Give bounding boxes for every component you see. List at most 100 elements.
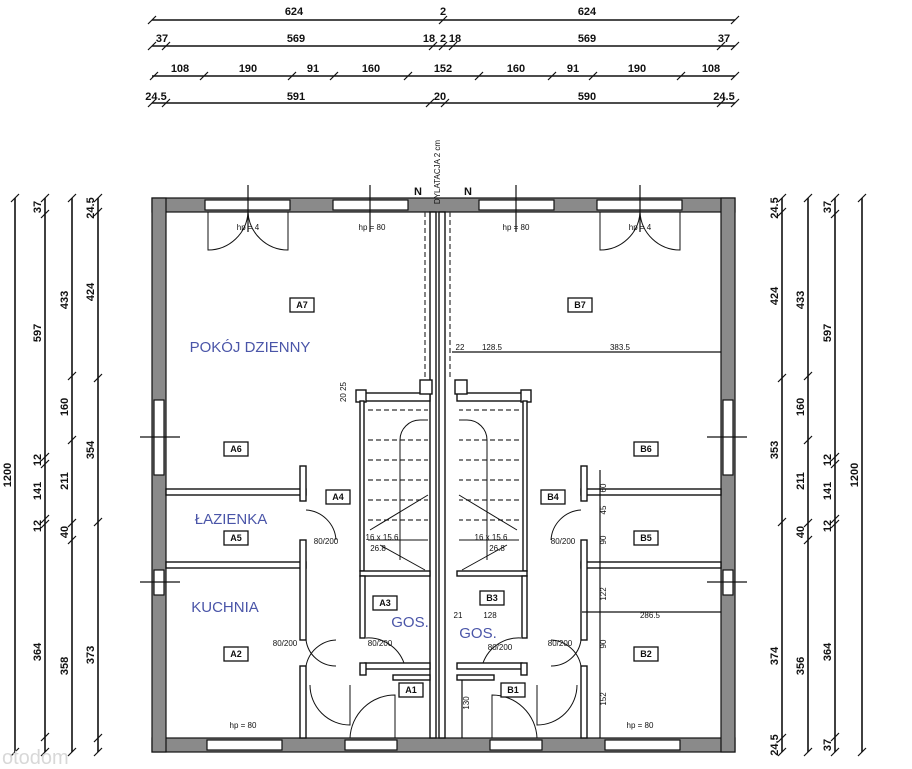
dim-tick	[803, 747, 813, 757]
dim-label: 12	[32, 454, 44, 466]
dim-tick	[67, 371, 77, 381]
dim-label: 364	[822, 642, 834, 661]
dim-label: 160	[507, 63, 525, 75]
dim-label: 37	[156, 33, 168, 45]
expansion-joint-label: DYLATACJA 2 cm	[433, 140, 442, 205]
window-label: hp = 4	[237, 223, 260, 232]
door-label: 80/200	[368, 639, 393, 648]
dim-tick	[67, 435, 77, 445]
room-tag-b2: B2	[633, 646, 659, 662]
room-name-bathroom: ŁAZIENKA	[195, 511, 268, 528]
room-tag-a5: A5	[223, 530, 249, 546]
dim-label: 24.5	[769, 734, 781, 755]
dim-tick	[777, 517, 787, 527]
room-tag-label: B1	[507, 685, 519, 695]
room-tag-a6: A6	[223, 441, 249, 457]
dim-tick	[547, 71, 557, 81]
room-tag-b5: B5	[633, 530, 659, 546]
dim-tick	[40, 452, 50, 462]
dim-tick	[40, 193, 50, 203]
dim-tick	[830, 519, 840, 529]
dim-tick	[440, 98, 450, 108]
dim-label: 433	[59, 291, 71, 309]
room-tag-label: A5	[230, 533, 242, 543]
dim-label: 1200	[2, 463, 14, 487]
dim-label: 122	[599, 587, 608, 601]
dim-label: 40	[795, 526, 807, 538]
dim-label: 22	[456, 343, 465, 352]
dim-tick	[777, 207, 787, 217]
dim-label: 624	[578, 6, 597, 18]
dim-tick	[40, 209, 50, 219]
room-tag-label: A2	[230, 649, 242, 659]
stair-tread-label: 26.8	[489, 544, 505, 553]
dim-tick	[830, 732, 840, 742]
door-label: 80/200	[548, 639, 573, 648]
room-tag-label: A1	[405, 685, 417, 695]
dim-label: 24.5	[145, 91, 166, 103]
dim-label: 424	[85, 282, 97, 301]
dim-label: 211	[795, 472, 807, 490]
dim-tick	[830, 209, 840, 219]
dim-label: 108	[171, 63, 189, 75]
dim-tick	[803, 435, 813, 445]
dim-label: 24.5	[713, 91, 734, 103]
door-label: 80/200	[551, 537, 576, 546]
dim-label: 373	[85, 646, 97, 664]
joint-marker: N	[414, 186, 422, 198]
stair-tread-label: 26.8	[370, 544, 386, 553]
dim-tick	[40, 514, 50, 524]
room-tag-label: A7	[296, 300, 308, 310]
window-bottom	[604, 739, 681, 751]
room-name-kitchen: KUCHNIA	[191, 599, 259, 616]
room-name-living: POKÓJ DZIENNY	[190, 339, 311, 356]
room-tag-a3: A3	[372, 595, 398, 611]
dim-label: 18	[449, 33, 461, 45]
dim-label: 152	[599, 692, 608, 706]
dim-label: 354	[85, 440, 97, 459]
room-tag-label: A6	[230, 444, 242, 454]
dim-label: 20 25	[339, 381, 348, 402]
dim-label: 424	[769, 286, 781, 305]
dim-label: 190	[239, 63, 257, 75]
window-label: hp = 80	[627, 721, 654, 730]
room-tag-a7: A7	[289, 297, 315, 313]
dim-label: 597	[822, 324, 834, 342]
interior-dimension-lines	[452, 351, 721, 738]
dim-label: 374	[769, 646, 781, 665]
dim-tick	[730, 15, 740, 25]
room-tag-label: B6	[640, 444, 652, 454]
dim-label: 383.5	[610, 343, 631, 352]
dim-label: 18	[423, 33, 435, 45]
window-bottom	[206, 739, 283, 751]
dim-label: 569	[578, 33, 596, 45]
dim-label: 37	[32, 201, 44, 213]
dim-tick	[161, 41, 171, 51]
dim-tick	[448, 41, 458, 51]
dim-tick	[803, 371, 813, 381]
dim-tick	[93, 733, 103, 743]
dim-label: 45	[599, 505, 608, 514]
dim-label: 60	[599, 483, 608, 492]
dim-label: 12	[822, 520, 834, 532]
dim-tick	[199, 71, 209, 81]
entrance-door	[344, 739, 398, 751]
dim-label: 12	[822, 454, 834, 466]
dim-label: 37	[822, 201, 834, 213]
dim-tick	[803, 193, 813, 203]
dim-tick	[803, 518, 813, 528]
dim-label: 24.5	[85, 197, 97, 218]
dim-label: 141	[32, 482, 44, 500]
dim-label: 130	[462, 696, 471, 710]
door-label: 80/200	[273, 639, 298, 648]
dim-tick	[287, 71, 297, 81]
dim-tick	[403, 71, 413, 81]
dim-label: 21	[454, 611, 463, 620]
room-tag-b3: B3	[479, 590, 505, 606]
dim-tick	[147, 41, 157, 51]
joint-marker: N	[464, 186, 472, 198]
dim-label: 24.5	[769, 197, 781, 218]
room-tag-b1: B1	[500, 682, 526, 698]
room-tag-label: A4	[332, 492, 344, 502]
